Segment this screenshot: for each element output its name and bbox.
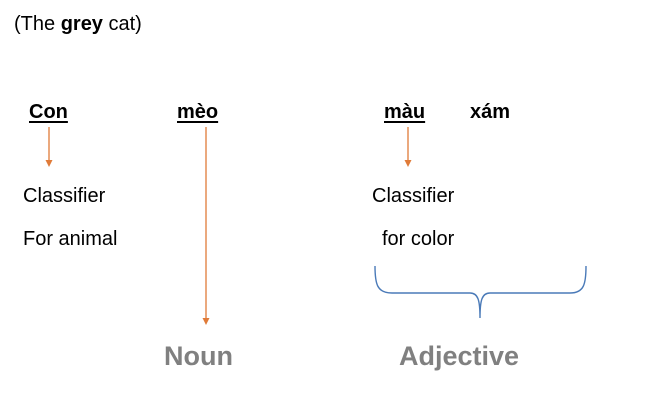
label-classifier-color: Classifier: [372, 185, 455, 207]
caption-bold-word: grey: [60, 13, 103, 35]
label-for-color: for color: [382, 228, 455, 250]
arrow-con-to-classifier: [45, 127, 53, 167]
arrow-meo-to-noun: [202, 127, 210, 325]
word-xam: xám: [470, 101, 511, 123]
word-con: Con: [29, 101, 68, 123]
word-mau: màu: [384, 101, 426, 123]
caption-open: (The: [14, 13, 61, 35]
label-classifier-animal: Classifier: [23, 185, 106, 207]
label-for-animal: For animal: [23, 228, 118, 250]
adjective-brace: [374, 265, 587, 319]
word-meo: mèo: [177, 101, 219, 123]
category-adjective: Adjective: [399, 341, 520, 371]
caption: (The grey cat): [14, 14, 142, 34]
caption-close: cat): [102, 13, 142, 35]
arrow-mau-to-classifier: [404, 127, 412, 167]
category-noun: Noun: [164, 341, 233, 371]
